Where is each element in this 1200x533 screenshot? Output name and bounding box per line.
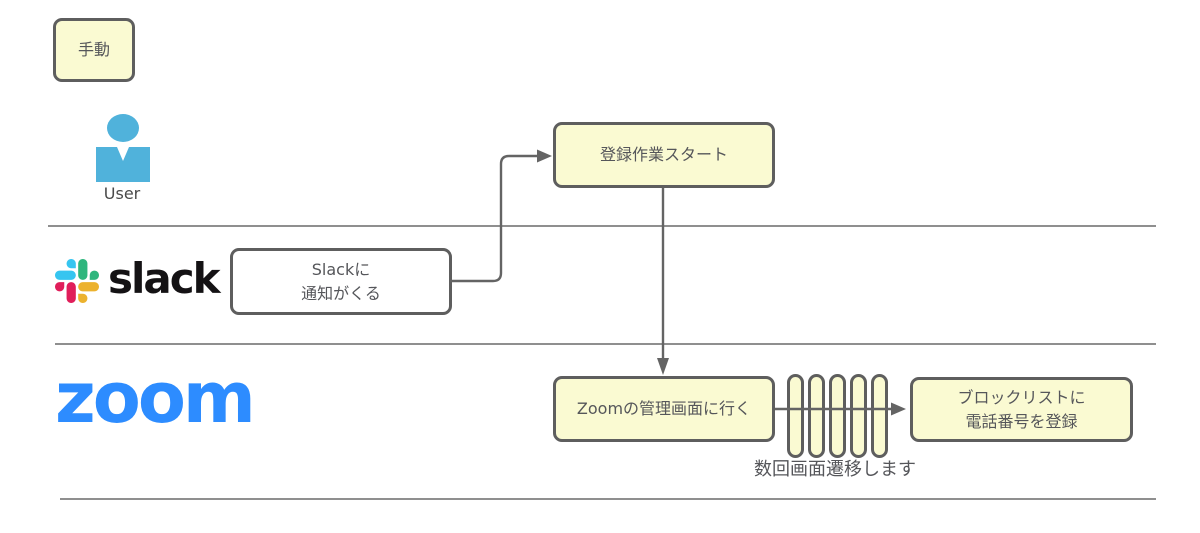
screen-pill	[850, 374, 867, 458]
slack-logo-icon	[55, 259, 99, 303]
arrowhead-start-to-zoom-admin	[657, 358, 669, 375]
user-icon	[96, 114, 150, 182]
lane-divider-user-slack	[48, 225, 1156, 227]
node-goto-zoom-admin-label: Zoomの管理画面に行く	[576, 399, 752, 418]
zoom-wordmark: zoom	[55, 357, 256, 439]
screen-pill	[871, 374, 888, 458]
slack-wordmark: slack	[108, 254, 221, 303]
manual-badge: 手動	[53, 18, 135, 82]
lane-divider-slack-zoom	[55, 343, 1156, 345]
node-register-blocklist-line1: ブロックリストに	[957, 387, 1086, 407]
node-register-blocklist-line2: 電話番号を登録	[965, 411, 1078, 431]
node-registration-start: 登録作業スタート	[553, 122, 775, 188]
node-slack-notification-line1: Slackに	[311, 259, 371, 279]
screen-pill	[808, 374, 825, 458]
node-slack-notification-line2: 通知がくる	[301, 283, 381, 303]
node-goto-zoom-admin: Zoomの管理画面に行く	[553, 376, 775, 442]
user-label: User	[103, 184, 141, 203]
screen-transition-caption: 数回画面遷移します	[754, 459, 916, 480]
slack-logo: slack	[55, 254, 221, 304]
arrowhead-slack-to-start	[537, 149, 552, 163]
screen-transition-pills	[787, 374, 888, 458]
node-registration-start-label: 登録作業スタート	[599, 145, 728, 164]
manual-badge-label: 手動	[77, 40, 110, 59]
node-slack-notification: Slackに 通知がくる	[230, 248, 452, 315]
screen-pill	[787, 374, 804, 458]
node-register-blocklist: ブロックリストに 電話番号を登録	[910, 377, 1133, 442]
screen-pill	[829, 374, 846, 458]
arrow-slack-to-start	[450, 154, 537, 283]
arrowhead-zoom-admin-to-blocklist	[891, 402, 906, 416]
lane-divider-bottom	[60, 498, 1156, 500]
